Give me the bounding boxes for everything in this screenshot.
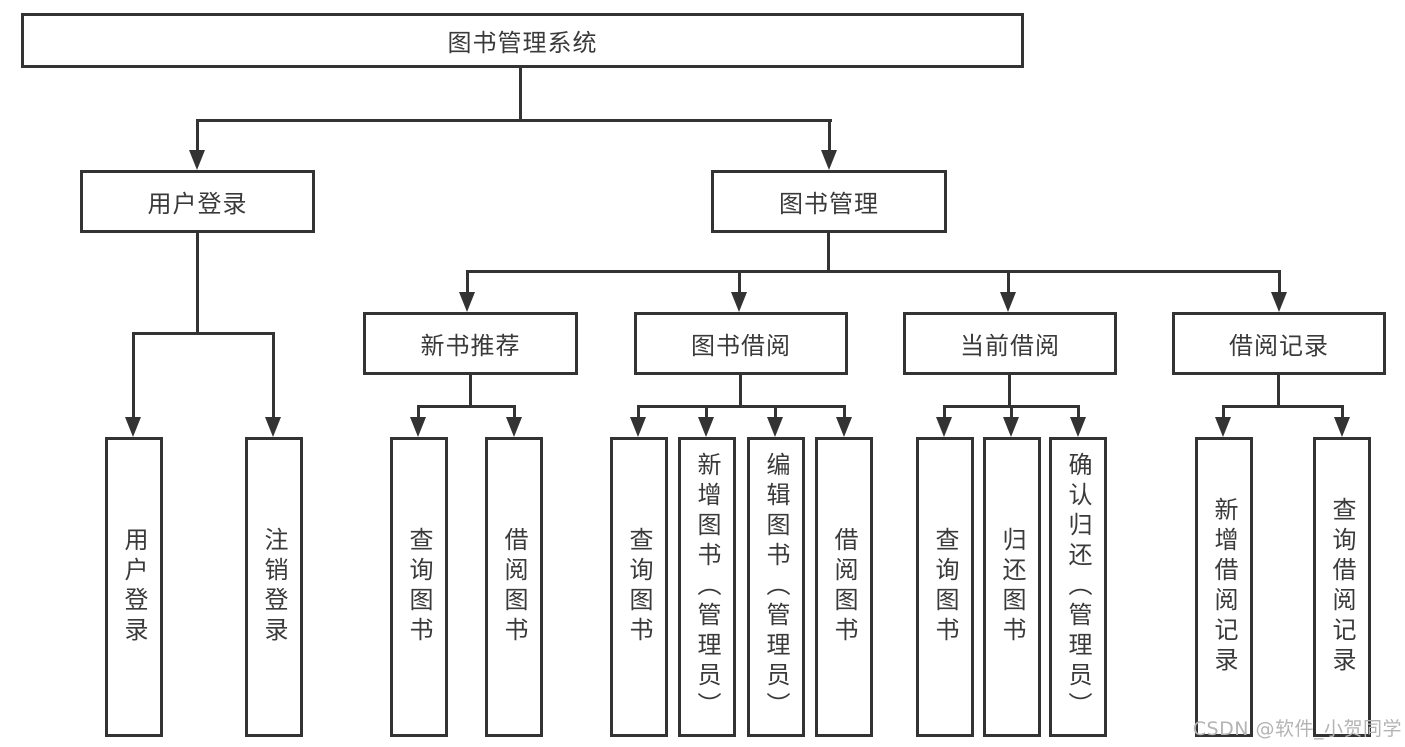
edge-line [943, 405, 946, 421]
edge-line [196, 119, 832, 122]
edge-line [513, 405, 516, 421]
csdn-watermark: CSDN @软件_小贺同学 [1192, 718, 1402, 740]
edge-line [843, 405, 846, 421]
leaf-newbook-borrow: 借阅图书 [485, 437, 543, 737]
leaf-borrow-borrow-label: 借阅图书 [830, 527, 858, 647]
leaf-newbook-borrow-label: 借阅图书 [500, 527, 528, 647]
edge-line [417, 405, 516, 408]
edge-line [1277, 375, 1280, 408]
node-root-label: 图书管理系统 [447, 29, 598, 57]
arrowhead-icon [1334, 417, 1350, 437]
leaf-borrow-query: 查询图书 [610, 437, 668, 737]
arrowhead-icon [836, 417, 852, 437]
edge-line [272, 332, 275, 422]
edge-line [1222, 405, 1344, 408]
leaf-logout-label: 注销登录 [260, 527, 288, 647]
arrowhead-icon [630, 417, 646, 437]
edge-line [1007, 270, 1010, 296]
node-user-login-label: 用户登录 [147, 190, 248, 218]
node-user-login: 用户登录 [80, 170, 315, 233]
arrowhead-icon [410, 417, 426, 437]
arrowhead-icon [731, 292, 747, 312]
node-book-management: 图书管理 [711, 170, 947, 233]
node-new-book-recommend: 新书推荐 [363, 312, 578, 375]
edge-line [466, 270, 1281, 273]
leaf-current-query: 查询图书 [916, 437, 974, 737]
edge-line [519, 68, 522, 121]
node-new-book-recommend-label: 新书推荐 [420, 332, 521, 360]
node-borrow-record-label: 借阅记录 [1229, 332, 1329, 360]
edge-line [196, 233, 199, 335]
edge-line [1278, 270, 1281, 296]
node-book-borrow-label: 图书借阅 [691, 332, 791, 360]
edge-line [739, 375, 742, 408]
edge-line [827, 233, 830, 273]
node-book-management-label: 图书管理 [779, 190, 879, 218]
leaf-user-login: 用户登录 [105, 437, 163, 737]
arrowhead-icon [125, 417, 141, 437]
edge-line [828, 119, 831, 159]
edge-line [637, 405, 640, 421]
edge-line [705, 405, 708, 421]
arrowhead-icon [1070, 417, 1086, 437]
edge-line [774, 405, 777, 421]
arrowhead-icon [1003, 417, 1019, 437]
node-root: 图书管理系统 [21, 13, 1024, 68]
leaf-newbook-query: 查询图书 [390, 437, 448, 737]
edge-line [466, 270, 469, 296]
arrowhead-icon [265, 417, 281, 437]
edge-line [1008, 375, 1011, 408]
node-borrow-record: 借阅记录 [1172, 312, 1386, 375]
leaf-user-login-label: 用户登录 [120, 527, 148, 647]
leaf-logout: 注销登录 [245, 437, 303, 737]
leaf-borrow-query-label: 查询图书 [625, 527, 653, 647]
leaf-borrow-borrow: 借阅图书 [815, 437, 873, 737]
arrowhead-icon [189, 150, 205, 170]
edge-line [196, 119, 199, 159]
arrowhead-icon [1271, 292, 1287, 312]
edge-line [132, 332, 275, 335]
leaf-record-add-label: 新增借阅记录 [1210, 497, 1238, 677]
node-current-borrow: 当前借阅 [903, 312, 1117, 375]
arrowhead-icon [767, 417, 783, 437]
leaf-newbook-query-label: 查询图书 [405, 527, 433, 647]
arrowhead-icon [1215, 417, 1231, 437]
leaf-borrow-edit-admin: 编辑图书（管理员） [747, 437, 805, 737]
leaf-current-confirm-admin: 确认归还（管理员） [1049, 437, 1107, 737]
edge-line [1222, 405, 1225, 421]
arrowhead-icon [1000, 292, 1016, 312]
edge-line [1010, 405, 1013, 421]
leaf-borrow-add-admin: 新增图书（管理员） [678, 437, 736, 737]
edge-line [637, 405, 846, 408]
leaf-record-query-label: 查询借阅记录 [1328, 497, 1356, 677]
leaf-current-query-label: 查询图书 [931, 527, 959, 647]
edge-line [738, 270, 741, 296]
leaf-current-return-label: 归还图书 [998, 527, 1026, 647]
edge-line [469, 375, 472, 408]
node-current-borrow-label: 当前借阅 [960, 332, 1060, 360]
node-book-borrow: 图书借阅 [634, 312, 848, 375]
leaf-current-return: 归还图书 [983, 437, 1041, 737]
leaf-borrow-add-admin-label: 新增图书（管理员） [693, 452, 721, 722]
arrowhead-icon [698, 417, 714, 437]
leaf-record-add: 新增借阅记录 [1195, 437, 1253, 737]
arrowhead-icon [459, 292, 475, 312]
leaf-record-query: 查询借阅记录 [1313, 437, 1371, 737]
leaf-current-confirm-admin-label: 确认归还（管理员） [1064, 452, 1092, 722]
edge-line [1341, 405, 1344, 421]
edge-line [1077, 405, 1080, 421]
edge-line [417, 405, 420, 421]
arrowhead-icon [506, 417, 522, 437]
arrowhead-icon [936, 417, 952, 437]
arrowhead-icon [821, 150, 837, 170]
leaf-borrow-edit-admin-label: 编辑图书（管理员） [762, 452, 790, 722]
edge-line [132, 332, 135, 422]
